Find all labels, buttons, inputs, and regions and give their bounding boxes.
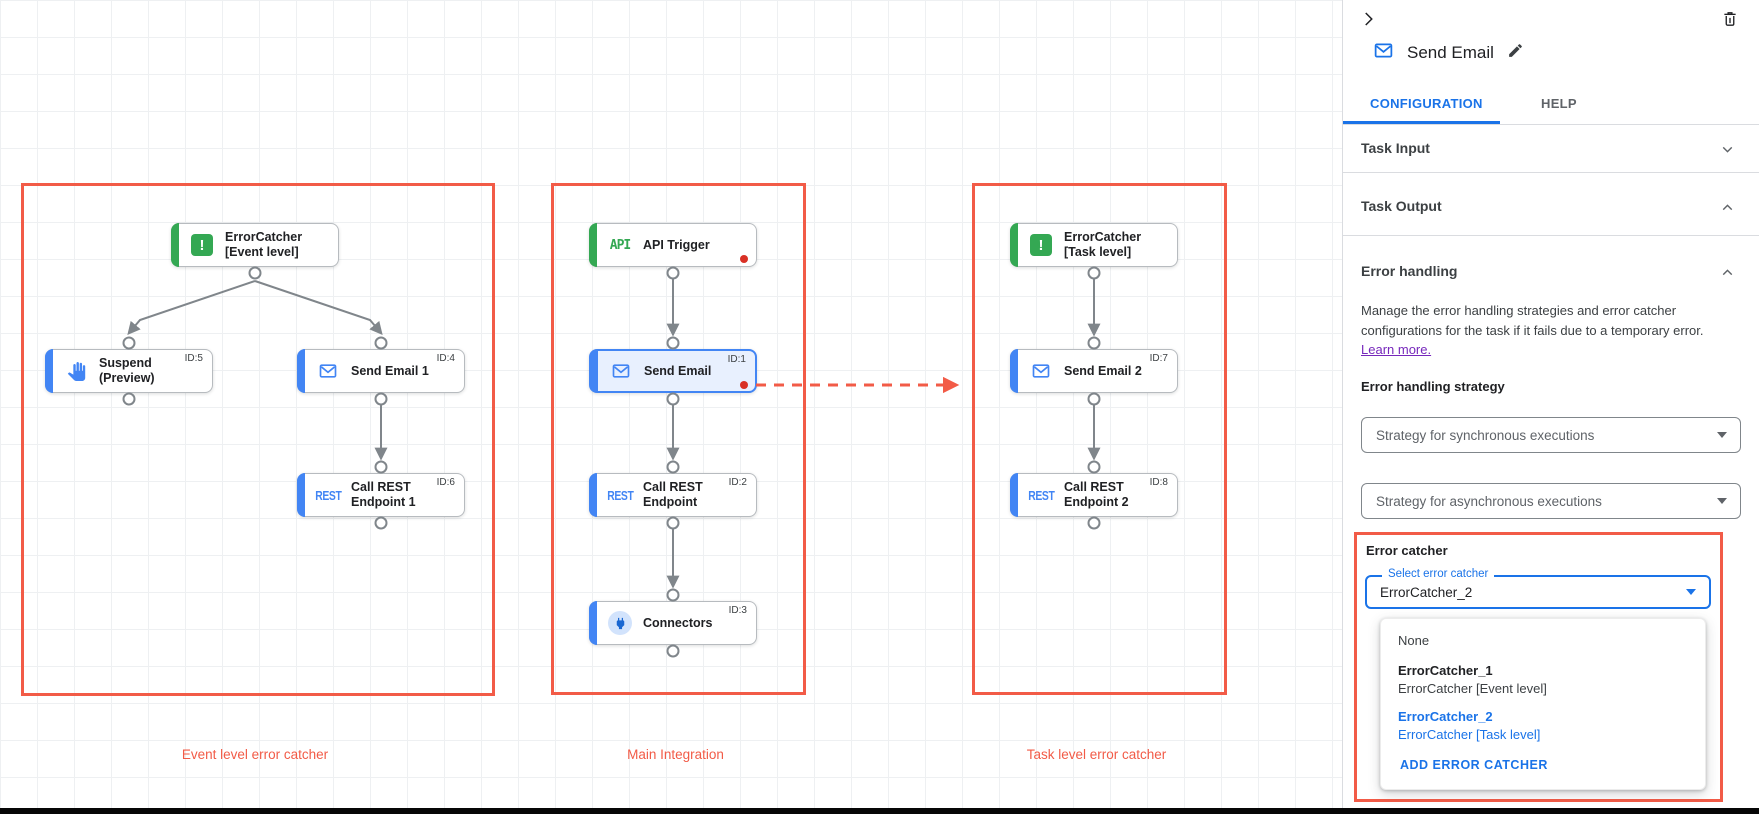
chevron-down-icon[interactable] [1719, 141, 1736, 163]
error-catcher-icon: ! [1024, 234, 1058, 256]
chevron-up-icon[interactable] [1719, 199, 1736, 221]
task-config-panel: Send Email CONFIGURATION HELP Task Input… [1342, 0, 1759, 814]
panel-title: Send Email [1407, 43, 1494, 62]
dropdown-caret-icon [1717, 432, 1727, 438]
node-send-email-selected[interactable]: Send Email ID:1 [589, 349, 757, 393]
error-catcher-selected-value: ErrorCatcher_2 [1380, 584, 1473, 600]
node-id-badge: ID:2 [728, 477, 747, 488]
mail-icon [604, 361, 638, 381]
main-integration-group-box [551, 183, 806, 695]
integration-canvas: Event level error catcher Main Integrati… [0, 0, 1342, 814]
sync-strategy-dropdown[interactable]: Strategy for synchronous executions [1361, 417, 1741, 453]
mail-icon [311, 361, 345, 381]
node-accent-bar [1010, 349, 1018, 393]
main-integration-group-label: Main Integration [627, 747, 724, 762]
connector-plug-icon [603, 611, 637, 635]
error-handling-description: Manage the error handling strategies and… [1361, 303, 1704, 338]
node-accent-bar [589, 601, 597, 645]
section-task-output[interactable]: Task Output [1361, 198, 1442, 214]
dropdown-caret-icon [1717, 498, 1727, 504]
select-floating-label: Select error catcher [1382, 568, 1495, 580]
api-icon: API [609, 237, 632, 253]
error-catcher-dropdown-menu: None ErrorCatcher_1 ErrorCatcher [Event … [1380, 618, 1706, 790]
mail-icon [1373, 40, 1394, 66]
node-id-badge: ID:6 [436, 477, 455, 488]
tab-configuration[interactable]: CONFIGURATION [1370, 96, 1483, 111]
menu-option-errorcatcher-2-title[interactable]: ErrorCatcher_2 [1398, 709, 1493, 724]
chevron-up-icon[interactable] [1719, 264, 1736, 286]
menu-option-errorcatcher-2-subtitle[interactable]: ErrorCatcher [Task level] [1398, 727, 1541, 742]
node-id-badge: ID:4 [436, 353, 455, 364]
dropdown-caret-icon [1686, 589, 1696, 595]
menu-option-errorcatcher-1-subtitle[interactable]: ErrorCatcher [Event level] [1398, 681, 1547, 696]
node-accent-bar [171, 223, 179, 267]
section-task-input[interactable]: Task Input [1361, 140, 1430, 156]
error-catcher-select[interactable]: Select error catcher ErrorCatcher_2 [1365, 568, 1711, 609]
node-id-badge: ID:3 [728, 605, 747, 616]
error-catcher-highlight-box: Error catcher Select error catcher Error… [1354, 532, 1723, 802]
panel-title-row: Send Email [1373, 40, 1524, 66]
active-tab-underline [1343, 121, 1500, 124]
section-error-handling[interactable]: Error handling [1361, 263, 1458, 279]
delete-task-icon[interactable] [1721, 10, 1739, 33]
error-catcher-label: Error catcher [1366, 543, 1448, 558]
node-accent-bar [589, 223, 597, 267]
node-api-trigger[interactable]: API API Trigger [589, 223, 757, 267]
collapse-panel-icon[interactable] [1359, 10, 1377, 33]
menu-option-errorcatcher-1-title[interactable]: ErrorCatcher_1 [1398, 663, 1493, 678]
node-errorcatcher-task-level[interactable]: ! ErrorCatcher[Task level] [1010, 223, 1178, 267]
node-id-badge: ID:1 [727, 354, 746, 365]
tab-help[interactable]: HELP [1541, 96, 1577, 111]
node-accent-bar [1010, 223, 1018, 267]
async-strategy-dropdown[interactable]: Strategy for asynchronous executions [1361, 483, 1741, 519]
window-bottom-edge [0, 808, 1759, 814]
node-id-badge: ID:7 [1149, 353, 1168, 364]
rest-icon: REST [606, 487, 634, 503]
edit-title-icon[interactable] [1507, 42, 1524, 64]
node-suspend-preview[interactable]: Suspend(Preview) ID:5 [45, 349, 213, 393]
node-errorcatcher-event-level[interactable]: ! ErrorCatcher[Event level] [171, 223, 339, 267]
node-send-email-1[interactable]: Send Email 1 ID:4 [297, 349, 465, 393]
task-level-group-label: Task level error catcher [1026, 747, 1167, 762]
hand-suspend-icon [59, 361, 93, 381]
add-error-catcher-button[interactable]: ADD ERROR CATCHER [1400, 758, 1548, 772]
node-accent-bar [590, 350, 598, 392]
error-catcher-icon: ! [185, 234, 219, 256]
node-connectors[interactable]: Connectors ID:3 [589, 601, 757, 645]
error-handling-strategy-label: Error handling strategy [1361, 379, 1505, 394]
event-level-group-label: Event level error catcher [181, 747, 329, 762]
node-send-email-2[interactable]: Send Email 2 ID:7 [1010, 349, 1178, 393]
rest-icon: REST [314, 487, 342, 503]
learn-more-link[interactable]: Learn more. [1361, 342, 1432, 357]
node-accent-bar [1010, 473, 1018, 517]
node-accent-bar [45, 349, 53, 393]
node-id-badge: ID:8 [1149, 477, 1168, 488]
node-accent-bar [297, 473, 305, 517]
node-id-badge: ID:5 [184, 353, 203, 364]
event-level-group-box [21, 183, 495, 696]
menu-option-none[interactable]: None [1398, 633, 1430, 648]
task-level-group-box [972, 183, 1227, 695]
node-accent-bar [589, 473, 597, 517]
node-accent-bar [297, 349, 305, 393]
rest-icon: REST [1027, 487, 1055, 503]
mail-icon [1024, 361, 1058, 381]
